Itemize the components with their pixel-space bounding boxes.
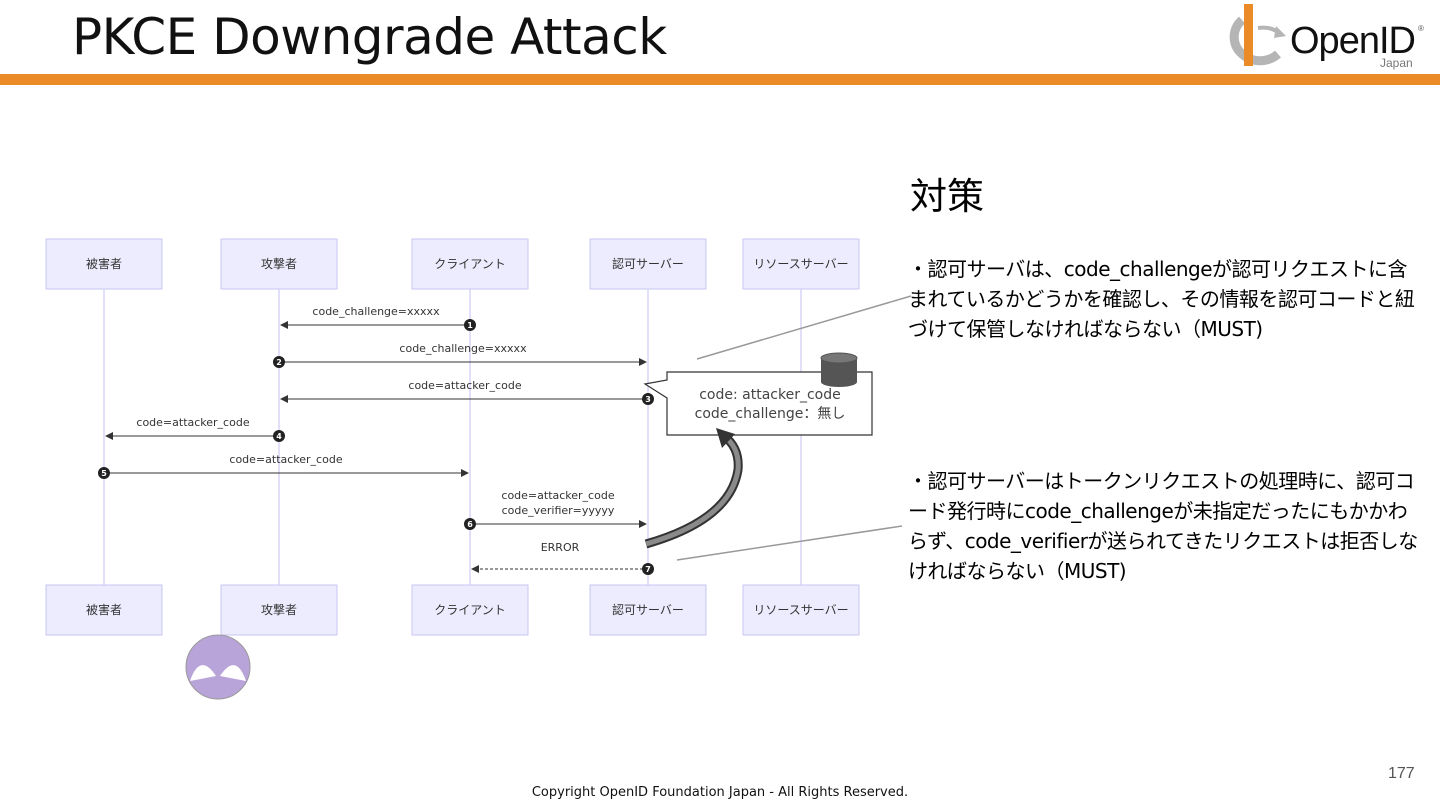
message-label-2: code_verifier=yyyyy xyxy=(502,504,615,517)
logo-registered-mark: ® xyxy=(1418,24,1424,33)
actor-label: クライアント xyxy=(434,603,506,617)
actor-victim-top: 被害者 xyxy=(45,238,163,290)
page-number: 177 xyxy=(1388,765,1415,782)
actor-auth-server-bottom: 認可サーバー xyxy=(589,584,707,636)
actor-client-top: クライアント xyxy=(411,238,529,290)
message-number: 6 xyxy=(467,520,473,529)
actor-resource-server-top: リソースサーバー xyxy=(742,238,860,290)
actor-label: 攻撃者 xyxy=(261,602,297,617)
countermeasure-item-2: ・認可サーバーはトークンリクエストの処理時に、認可コード発行時にcode_cha… xyxy=(908,469,1418,583)
message-number: 5 xyxy=(101,469,107,478)
message-label: ERROR xyxy=(541,541,580,554)
actor-label: 被害者 xyxy=(86,602,122,617)
actor-label: リソースサーバー xyxy=(753,257,848,271)
message-6: code=attacker_code code_verifier=yyyyy 6 xyxy=(464,489,647,530)
actor-attacker-bottom: 攻撃者 xyxy=(220,584,338,636)
actor-label: クライアント xyxy=(434,257,506,271)
connector-line-1 xyxy=(696,295,912,360)
slide-title: PKCE Downgrade Attack xyxy=(72,8,667,66)
actor-label: 認可サーバー xyxy=(612,602,684,617)
title-accent-bar xyxy=(0,74,1440,85)
callout-line-2: code_challenge：無し xyxy=(695,406,846,422)
message-number: 7 xyxy=(645,565,651,574)
actor-label: 攻撃者 xyxy=(261,256,297,271)
actor-label: 認可サーバー xyxy=(612,256,684,271)
message-number: 1 xyxy=(467,321,473,330)
message-label: code_challenge=xxxxx xyxy=(399,342,527,355)
actor-client-bottom: クライアント xyxy=(411,584,529,636)
countermeasures-heading: 対策 xyxy=(910,175,984,218)
message-label: code=attacker_code xyxy=(408,379,521,392)
actor-attacker-top: 攻撃者 xyxy=(220,238,338,290)
logo-subtitle: Japan xyxy=(1380,56,1413,70)
message-number: 4 xyxy=(276,432,282,441)
message-number: 2 xyxy=(276,358,282,367)
curved-arrow xyxy=(644,428,743,549)
message-5: code=attacker_code 5 xyxy=(98,453,469,479)
countermeasure-item-1: ・認可サーバは、code_challengeが認可リクエストに含まれているかどう… xyxy=(908,257,1415,341)
actor-label: リソースサーバー xyxy=(753,603,848,617)
database-icon xyxy=(820,352,858,387)
actor-label: 被害者 xyxy=(86,256,122,271)
message-7: ERROR 7 xyxy=(471,541,654,575)
actor-victim-bottom: 被害者 xyxy=(45,584,163,636)
avatar-icon xyxy=(185,634,251,700)
copyright-footer: Copyright OpenID Foundation Japan - All … xyxy=(531,785,909,800)
storage-callout: code: attacker_code code_challenge：無し xyxy=(643,371,873,436)
message-number: 3 xyxy=(645,395,651,404)
logo-wordmark: OpenID xyxy=(1290,20,1416,62)
message-label: code=attacker_code xyxy=(136,416,249,429)
actor-resource-server-bottom: リソースサーバー xyxy=(742,584,860,636)
openid-logo xyxy=(1229,4,1286,66)
message-1: code_challenge=xxxxx 1 xyxy=(280,305,476,331)
message-label: code_challenge=xxxxx xyxy=(312,305,440,318)
message-label: code=attacker_code xyxy=(501,489,614,502)
message-2: code_challenge=xxxxx 2 xyxy=(273,342,647,368)
callout-line-1: code: attacker_code xyxy=(699,387,841,403)
message-label: code=attacker_code xyxy=(229,453,342,466)
message-4: code=attacker_code 4 xyxy=(105,416,285,442)
connector-line-2 xyxy=(676,525,903,561)
message-3: code=attacker_code 3 xyxy=(280,379,654,405)
actor-auth-server-top: 認可サーバー xyxy=(589,238,707,290)
